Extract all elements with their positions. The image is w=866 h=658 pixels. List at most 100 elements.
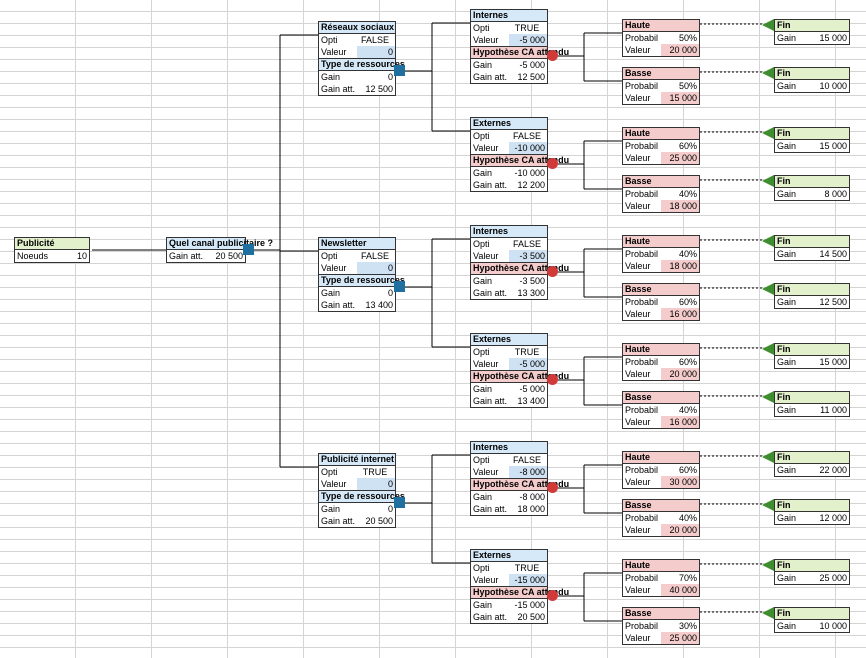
end-node-triangle-icon[interactable] bbox=[762, 283, 774, 295]
chance-node-circle-icon[interactable] bbox=[547, 50, 558, 61]
resource-opti-value: FALSE bbox=[512, 455, 541, 465]
chance-node-circle-icon[interactable] bbox=[547, 158, 558, 169]
end-node-gain-label: Gain bbox=[777, 513, 797, 523]
resource-valeur-row: Valeur-5 000 bbox=[471, 34, 547, 46]
end-node-triangle-icon[interactable] bbox=[762, 559, 774, 571]
resource-gain-row: Gain-8 000 bbox=[471, 491, 547, 503]
end-node-gain-value: 22 000 bbox=[819, 465, 847, 475]
chance-node-circle-icon[interactable] bbox=[547, 374, 558, 385]
resource-gain-label: Gain bbox=[473, 492, 493, 502]
outcome-probabil-label: Probabil bbox=[625, 189, 659, 199]
chance-node-circle-icon[interactable] bbox=[547, 590, 558, 601]
end-node-triangle-icon[interactable] bbox=[762, 343, 774, 355]
end-node-gain-label: Gain bbox=[777, 405, 797, 415]
channel-valeur-value: 0 bbox=[357, 262, 395, 274]
resource-opti-label: Opti bbox=[473, 239, 490, 249]
decision-node-title: Quel canal publicitaire ? bbox=[167, 238, 274, 250]
root-node-value: 10 bbox=[76, 251, 87, 261]
outcome-title: Haute bbox=[623, 560, 699, 572]
outcome-probabil-label: Probabil bbox=[625, 33, 659, 43]
end-node-triangle-icon[interactable] bbox=[762, 127, 774, 139]
outcome-probabil-value: 50% bbox=[678, 81, 697, 91]
end-node-triangle-icon[interactable] bbox=[762, 499, 774, 511]
chance-node-circle-icon[interactable] bbox=[547, 266, 558, 277]
end-node-triangle-icon[interactable] bbox=[762, 607, 774, 619]
resource-decision-square-icon[interactable] bbox=[394, 281, 405, 292]
end-node-triangle-icon[interactable] bbox=[762, 235, 774, 247]
end-node-triangle-icon[interactable] bbox=[762, 175, 774, 187]
outcome-valeur-label: Valeur bbox=[625, 585, 651, 595]
outcome-probabil-label: Probabil bbox=[625, 357, 659, 367]
channel-valeur-value: 0 bbox=[357, 46, 395, 58]
end-node-triangle-icon[interactable] bbox=[762, 19, 774, 31]
resource-gain-att-value: 12 200 bbox=[517, 180, 545, 190]
root-node-box[interactable]: Publicité Noeuds 10 bbox=[14, 237, 90, 263]
resource-gain-att-label: Gain att. bbox=[473, 72, 508, 82]
decision-node-box[interactable]: Quel canal publicitaire ? Gain att. 20 5… bbox=[166, 237, 274, 263]
outcome-title: Haute bbox=[623, 344, 699, 356]
end-node-triangle-icon[interactable] bbox=[762, 67, 774, 79]
end-node-gain-label: Gain bbox=[777, 33, 797, 43]
channel-gain-att-label: Gain att. bbox=[321, 516, 356, 526]
outcome-probabil-value: 30% bbox=[678, 621, 697, 631]
end-node-title: Fin bbox=[775, 20, 849, 32]
channel-gain-att-row: Gain att.12 500 bbox=[319, 83, 395, 95]
end-node-triangle-icon[interactable] bbox=[762, 451, 774, 463]
resource-gain-row: Gain-15 000 bbox=[471, 599, 547, 611]
resource-valeur-row: Valeur-15 000 bbox=[471, 574, 547, 586]
end-node-triangle-icon[interactable] bbox=[762, 391, 774, 403]
resource-title: Externes bbox=[471, 550, 547, 562]
outcome-valeur-value: 18 000 bbox=[661, 200, 699, 212]
outcome-valeur-label: Valeur bbox=[625, 93, 651, 103]
decision-square-icon[interactable] bbox=[243, 244, 254, 255]
resource-gain-label: Gain bbox=[473, 600, 493, 610]
chance-node-circle-icon[interactable] bbox=[547, 482, 558, 493]
resource-valeur-label: Valeur bbox=[473, 467, 499, 477]
resource-gain-row: Gain-10 000 bbox=[471, 167, 547, 179]
end-node-gain-value: 15 000 bbox=[819, 141, 847, 151]
resource-decision-square-icon[interactable] bbox=[394, 497, 405, 508]
resource-decision-square-icon[interactable] bbox=[394, 65, 405, 76]
